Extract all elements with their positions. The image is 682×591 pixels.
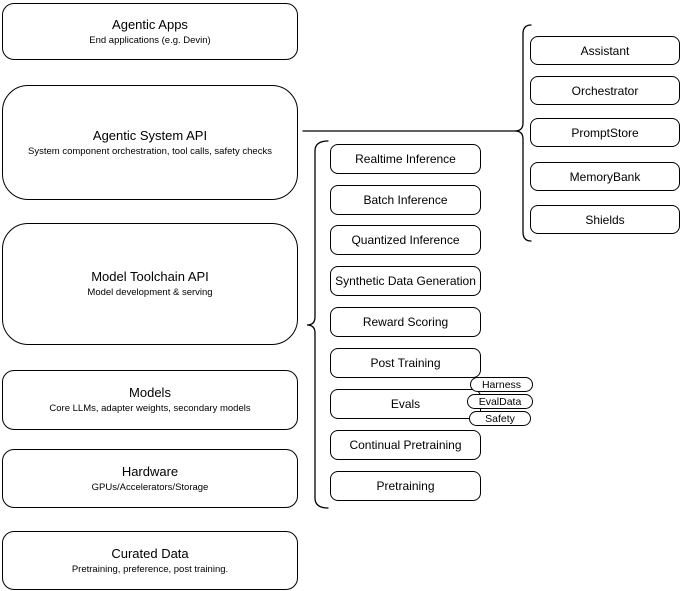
pill-evaldata: EvalData bbox=[467, 394, 533, 409]
node-subtitle: Model development & serving bbox=[87, 287, 213, 298]
node-title: Models bbox=[129, 385, 171, 400]
node-realtime-inference: Realtime Inference bbox=[330, 144, 481, 174]
node-title: Agentic System API bbox=[92, 127, 208, 143]
node-evals: Evals bbox=[330, 389, 481, 419]
node-memorybank: MemoryBank bbox=[530, 162, 680, 191]
node-label: Batch Inference bbox=[363, 193, 448, 207]
node-orchestrator: Orchestrator bbox=[530, 76, 680, 105]
node-reward-scoring: Reward Scoring bbox=[330, 307, 481, 337]
node-subtitle: GPUs/Accelerators/Storage bbox=[91, 481, 209, 493]
node-quantized-inference: Quantized Inference bbox=[330, 225, 481, 255]
node-label: Pretraining bbox=[376, 479, 435, 493]
node-label: PromptStore bbox=[571, 125, 639, 140]
node-title: Hardware bbox=[121, 463, 179, 479]
pill-label: Safety bbox=[485, 412, 515, 425]
node-title: Curated Data bbox=[111, 545, 189, 561]
node-shields: Shields bbox=[530, 205, 680, 234]
node-pretraining: Pretraining bbox=[330, 471, 481, 501]
node-assistant: Assistant bbox=[530, 36, 680, 65]
node-subtitle: End applications (e.g. Devin) bbox=[89, 34, 211, 46]
brace-right-column bbox=[514, 24, 532, 242]
node-batch-inference: Batch Inference bbox=[330, 185, 481, 215]
node-label: Evals bbox=[390, 397, 421, 411]
node-agentic-apps: Agentic Apps End applications (e.g. Devi… bbox=[2, 3, 298, 60]
node-label: Reward Scoring bbox=[362, 315, 449, 329]
node-label: Synthetic Data Generation bbox=[335, 274, 476, 288]
node-continual-pretraining: Continual Pretraining bbox=[330, 430, 481, 460]
node-subtitle: Pretraining, preference, post training. bbox=[71, 563, 229, 575]
node-label: Post Training bbox=[370, 356, 441, 370]
node-label: Continual Pretraining bbox=[349, 438, 462, 452]
pill-label: Harness bbox=[481, 378, 522, 391]
node-label: Realtime Inference bbox=[355, 152, 456, 166]
node-promptstore: PromptStore bbox=[530, 118, 680, 147]
node-label: Orchestrator bbox=[571, 83, 639, 98]
pill-label: EvalData bbox=[478, 395, 522, 408]
pill-safety: Safety bbox=[469, 411, 531, 426]
node-synthetic-data-generation: Synthetic Data Generation bbox=[330, 266, 481, 296]
node-label: MemoryBank bbox=[569, 169, 641, 184]
node-subtitle: System component orchestration, tool cal… bbox=[28, 145, 272, 157]
node-subtitle: Core LLMs, adapter weights, secondary mo… bbox=[49, 403, 251, 414]
node-label: Shields bbox=[585, 212, 625, 227]
node-curated-data: Curated Data Pretraining, preference, po… bbox=[2, 531, 298, 590]
node-agentic-system-api: Agentic System API System component orch… bbox=[2, 85, 298, 200]
brace-middle-column bbox=[306, 140, 329, 509]
node-title: Model Toolchain API bbox=[91, 269, 209, 284]
pill-harness: Harness bbox=[470, 377, 533, 392]
node-models: Models Core LLMs, adapter weights, secon… bbox=[2, 370, 298, 430]
node-label: Assistant bbox=[580, 43, 630, 58]
node-post-training: Post Training bbox=[330, 348, 481, 378]
node-hardware: Hardware GPUs/Accelerators/Storage bbox=[2, 449, 298, 508]
node-title: Agentic Apps bbox=[112, 16, 188, 32]
node-model-toolchain-api: Model Toolchain API Model development & … bbox=[2, 223, 298, 345]
node-label: Quantized Inference bbox=[351, 233, 460, 247]
